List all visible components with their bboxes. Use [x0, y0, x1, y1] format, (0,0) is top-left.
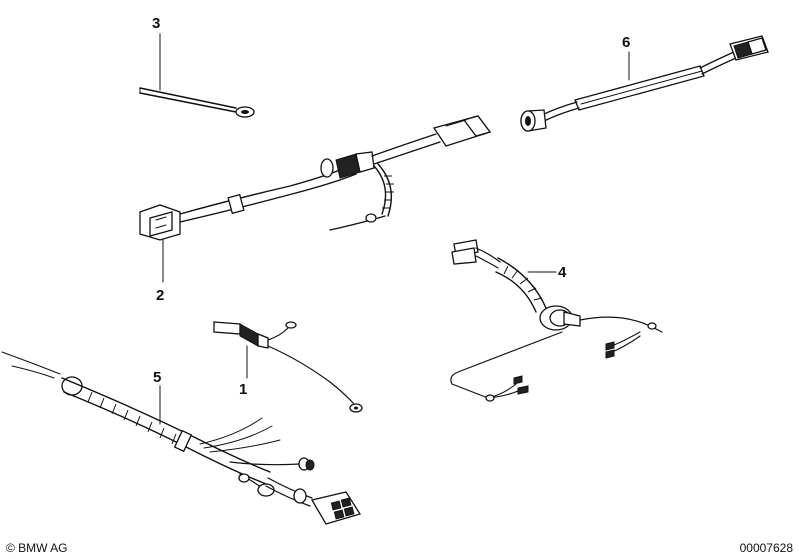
callout-6: 6	[622, 34, 630, 51]
part-2-wiring-harness[interactable]	[139, 115, 492, 241]
callout-1: 1	[239, 381, 247, 398]
callout-2: 2	[156, 287, 164, 304]
part-4-lamp-harness[interactable]	[450, 239, 663, 402]
part-1-adapter-lead[interactable]	[213, 321, 363, 413]
callout-3: 3	[152, 15, 160, 32]
callout-5: 5	[153, 369, 161, 386]
part-3-cable-tie[interactable]	[139, 87, 255, 118]
drawing-number: 00007628	[740, 541, 794, 555]
part-6-bulb-socket-lead[interactable]	[520, 35, 769, 132]
copyright-text: © BMW AG	[6, 541, 68, 555]
part-5-lower-harness[interactable]	[1, 351, 362, 525]
callout-4: 4	[558, 264, 567, 281]
